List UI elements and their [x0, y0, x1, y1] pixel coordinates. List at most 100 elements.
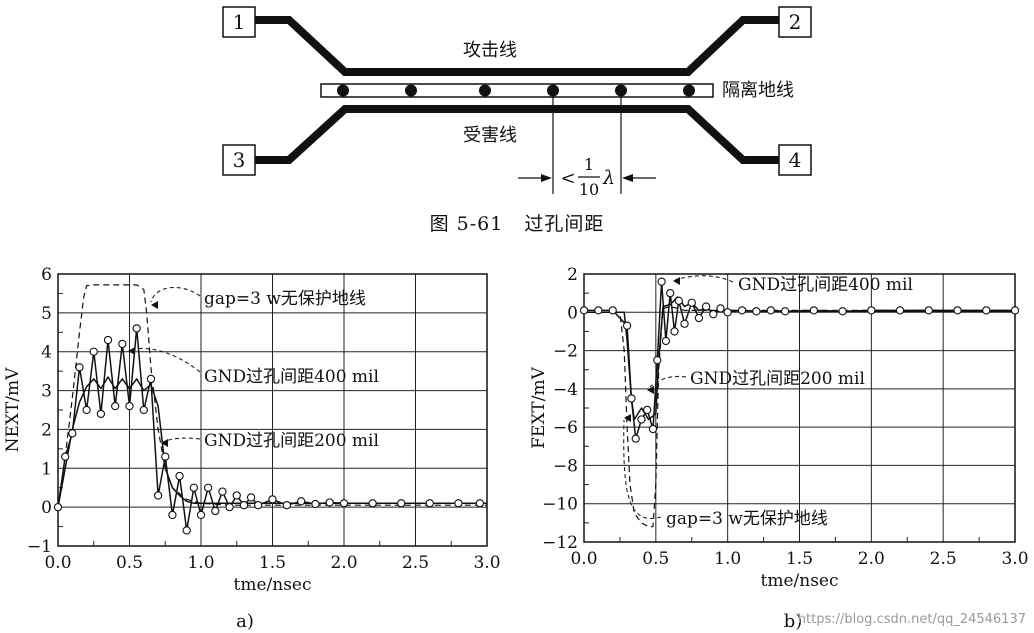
x-tick-label: 0.0: [44, 553, 71, 573]
port-box-2: [778, 6, 812, 38]
series-point: [752, 307, 761, 316]
x-tick-label: 1.5: [259, 553, 286, 573]
x-tick-label: 2.5: [930, 549, 957, 569]
dimension-arrowhead-left: [541, 174, 552, 182]
annotation-label: GND过孔间距200 mil: [204, 431, 379, 451]
x-tick-label: 1.5: [786, 549, 813, 569]
x-tick-label: 1.0: [714, 549, 741, 569]
x-axis-label: tme/nsec: [761, 571, 839, 591]
annotation-arrowhead: [128, 347, 135, 355]
series-point: [296, 497, 306, 506]
series-point: [661, 336, 671, 346]
series-point: [282, 501, 291, 510]
port-label-1: 1: [233, 10, 246, 34]
series-point: [175, 471, 184, 481]
series-point: [125, 401, 134, 411]
x-tick-label: 0.5: [642, 549, 669, 569]
x-tick-label: 3.0: [1001, 549, 1028, 569]
series-point: [838, 307, 847, 316]
plot-frame: [583, 273, 1016, 543]
annotation-label: gap=3 w无保护地线: [204, 289, 366, 309]
series-point: [648, 424, 658, 434]
y-tick-label: 5: [41, 304, 52, 324]
series-point: [161, 452, 170, 461]
series-point: [268, 495, 277, 504]
spacing-lambda: λ: [602, 167, 615, 189]
y-tick-label: 0: [41, 498, 52, 518]
x-tick-label: 3.0: [473, 553, 500, 573]
series-point: [182, 526, 191, 535]
series-point: [953, 306, 962, 315]
series-point: [325, 498, 334, 507]
series-point: [139, 405, 148, 415]
series-point: [653, 355, 662, 365]
series-point: [723, 308, 732, 317]
via-spacing-dimension: < 1 10 λ: [518, 96, 656, 199]
x-tick-label: 0.5: [116, 553, 143, 573]
series-point: [622, 321, 632, 330]
series-point: [111, 401, 120, 411]
series-point: [709, 310, 718, 319]
guard-trace: [320, 83, 714, 98]
series-point: [211, 506, 220, 516]
port-label-4: 4: [789, 148, 802, 172]
series-point: [701, 302, 711, 311]
series-point: [203, 483, 213, 492]
y-tick-label: −2: [553, 342, 578, 362]
series-point: [780, 307, 790, 316]
series-point: [475, 499, 484, 508]
series-point: [225, 502, 234, 512]
series-point: [61, 452, 70, 461]
via-4: [547, 84, 559, 97]
series-point: [397, 499, 406, 508]
attack-line-label: 攻击线: [463, 40, 517, 61]
series-point: [196, 510, 206, 520]
annotation-leader: [129, 347, 201, 373]
port-box-1: [222, 6, 256, 38]
via-5: [615, 84, 627, 97]
series-point: [1010, 306, 1020, 315]
series-point: [982, 306, 991, 315]
annotation-leader: [623, 419, 662, 519]
y-tick-label: 6: [41, 265, 52, 285]
y-tick-label: −10: [542, 495, 578, 515]
annotation-label: GND过孔间距200 mil: [690, 369, 865, 389]
series-point: [146, 374, 156, 384]
annotation-leader: [674, 275, 734, 283]
series-point: [246, 493, 256, 502]
series-line-3: [57, 327, 480, 532]
port-box-4: [778, 144, 812, 176]
series-point: [153, 491, 163, 500]
y-axis-label: FEXT/mV: [529, 366, 549, 448]
y-tick-label: −4: [553, 380, 578, 400]
series-point: [680, 319, 689, 328]
y-axis-label: NEXT/mV: [3, 367, 23, 453]
y-tick-label: −12: [542, 533, 578, 553]
series-point: [68, 429, 77, 438]
x-tick-label: 2.0: [858, 549, 885, 569]
series-point: [82, 405, 91, 415]
spacing-numerator: 1: [584, 155, 594, 174]
via-1: [337, 84, 349, 97]
series-point: [189, 483, 198, 492]
series-point: [339, 499, 349, 508]
watermark: https://blog.csdn.net/qq_24546137: [797, 612, 1026, 627]
series-point: [627, 394, 636, 403]
annotation-label: GND过孔间距400 mil: [204, 367, 379, 387]
series-point: [687, 298, 696, 307]
series-point: [666, 288, 675, 298]
series-point: [218, 487, 227, 496]
y-tick-label: −8: [553, 456, 578, 476]
annotation-leader: [648, 375, 687, 389]
series-point: [454, 499, 463, 508]
series-point: [75, 363, 84, 372]
x-tick-label: 2.0: [330, 553, 357, 573]
series-point: [631, 434, 640, 443]
victim-trace: [255, 105, 779, 164]
series-point: [579, 306, 589, 315]
y-tick-label: 2: [567, 265, 578, 285]
guard-line-label: 隔离地线: [722, 80, 794, 101]
series-point: [53, 502, 63, 512]
y-tick-label: −1: [27, 537, 52, 557]
